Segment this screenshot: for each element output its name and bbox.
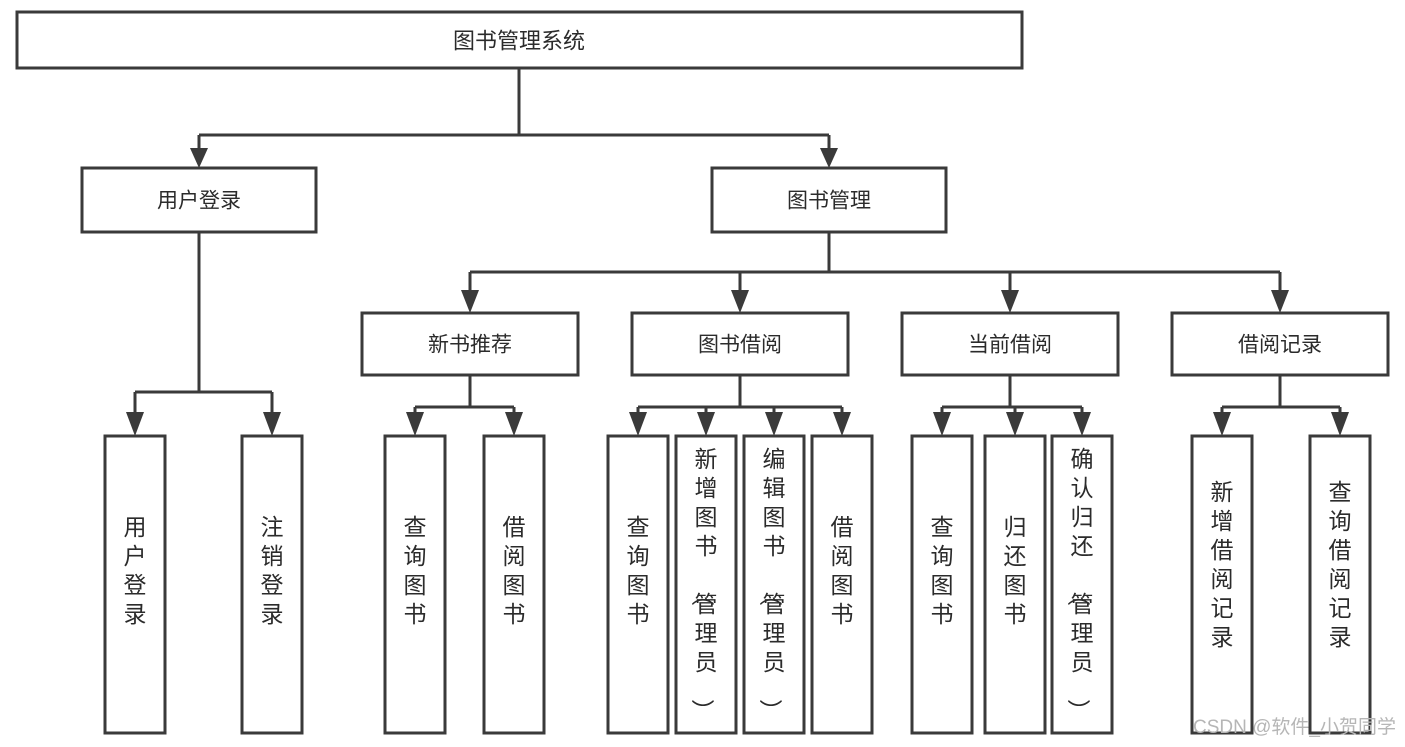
leaf-node-cb-query-book-label: 查询图书 xyxy=(931,514,954,627)
node-book-management-label: 图书管理 xyxy=(787,190,871,213)
arrowhead-bb-add-book xyxy=(697,412,715,436)
arrowhead-book-manage xyxy=(820,148,838,168)
node-root-label: 图书管理系统 xyxy=(453,29,585,54)
leaf-node-bb-borrow-book-label: 借阅图书 xyxy=(831,514,854,627)
node-current-borrow[interactable]: 当前借阅 xyxy=(900,311,1120,377)
leaf-node-bb-borrow-book-box[interactable] xyxy=(810,434,874,735)
leaf-node-logout[interactable]: 注销登录 xyxy=(240,434,304,735)
leaf-node-bb-add-book[interactable]: 新增图书（管理员） xyxy=(674,434,738,735)
leaf-node-bb-query-book-box[interactable] xyxy=(606,434,670,735)
leaf-node-user-login-box[interactable] xyxy=(103,434,167,735)
leaf-node-bb-add-book-box[interactable] xyxy=(674,434,738,735)
leaf-node-bb-add-book-label: 新增图书（管理员） xyxy=(690,446,718,722)
leaf-node-br-query-record[interactable]: 查询借阅记录 xyxy=(1308,434,1372,735)
node-new-book-recommend[interactable]: 新书推荐 xyxy=(360,311,580,377)
node-user-login-box[interactable] xyxy=(80,166,318,234)
arrowhead-cb-confirm-return xyxy=(1073,412,1091,436)
leaf-node-cb-return-book-box[interactable] xyxy=(983,434,1047,735)
arrowhead-bb-edit-book xyxy=(765,412,783,436)
leaf-node-bb-borrow-book[interactable]: 借阅图书 xyxy=(810,434,874,735)
leaf-node-bb-query-book[interactable]: 查询图书 xyxy=(606,434,670,735)
leaf-node-user-login-label: 用户登录 xyxy=(124,514,147,627)
arrowhead-leaf-logout xyxy=(263,412,281,436)
leaf-node-nb-query-book-box[interactable] xyxy=(383,434,447,735)
node-current-borrow-label: 当前借阅 xyxy=(968,334,1052,357)
leaf-node-br-add-record-box[interactable] xyxy=(1190,434,1254,735)
leaf-node-br-add-record[interactable]: 新增借阅记录 xyxy=(1190,434,1254,735)
arrowhead-current-borrow xyxy=(1001,290,1019,313)
arrowhead-bb-borrow-book xyxy=(833,412,851,436)
node-user-login[interactable]: 用户登录 xyxy=(80,166,318,234)
node-book-management[interactable]: 图书管理 xyxy=(710,166,948,234)
leaf-node-user-login[interactable]: 用户登录 xyxy=(103,434,167,735)
leaf-node-nb-borrow-book-label: 借阅图书 xyxy=(503,514,526,627)
node-book-borrow[interactable]: 图书借阅 xyxy=(630,311,850,377)
leaf-node-bb-query-book-label: 查询图书 xyxy=(627,514,650,627)
arrowhead-br-query-record xyxy=(1331,412,1349,436)
arrowhead-book-borrow xyxy=(731,290,749,313)
arrowhead-nb-query-book xyxy=(406,412,424,436)
arrowhead-bb-query-book xyxy=(629,412,647,436)
arrowhead-borrow-records xyxy=(1271,290,1289,313)
arrowhead-cb-return-book xyxy=(1006,412,1024,436)
node-new-book-recommend-box[interactable] xyxy=(360,311,580,377)
node-root[interactable]: 图书管理系统 xyxy=(15,10,1024,70)
node-borrow-records[interactable]: 借阅记录 xyxy=(1170,311,1390,377)
node-book-borrow-label: 图书借阅 xyxy=(698,334,782,357)
node-book-management-box[interactable] xyxy=(710,166,948,234)
arrowhead-br-add-record xyxy=(1213,412,1231,436)
leaf-node-cb-confirm-return-label: 确认归还（管理员） xyxy=(1066,446,1094,722)
leaf-node-nb-query-book[interactable]: 查询图书 xyxy=(383,434,447,735)
node-book-borrow-box[interactable] xyxy=(630,311,850,377)
leaf-node-bb-edit-book[interactable]: 编辑图书（管理员） xyxy=(742,434,806,735)
arrowhead-new-books xyxy=(461,290,479,313)
leaf-node-cb-query-book[interactable]: 查询图书 xyxy=(910,434,974,735)
csdn-watermark: CSDN @软件_小贺同学 xyxy=(1193,716,1396,738)
arrowhead-nb-borrow-book xyxy=(505,412,523,436)
arrowhead-user-login xyxy=(190,148,208,168)
leaf-node-br-add-record-label: 新增借阅记录 xyxy=(1211,479,1234,650)
node-borrow-records-label: 借阅记录 xyxy=(1238,334,1322,357)
arrowhead-cb-query-book xyxy=(933,412,951,436)
node-current-borrow-box[interactable] xyxy=(900,311,1120,377)
node-root-box[interactable] xyxy=(15,10,1024,70)
node-new-book-recommend-label: 新书推荐 xyxy=(428,334,512,357)
node-borrow-records-box[interactable] xyxy=(1170,311,1390,377)
leaf-node-nb-borrow-book-box[interactable] xyxy=(482,434,546,735)
leaf-node-cb-confirm-return[interactable]: 确认归还（管理员） xyxy=(1050,434,1114,735)
connector-layer xyxy=(126,68,1349,436)
node-user-login-label: 用户登录 xyxy=(157,190,241,213)
leaf-node-cb-query-book-box[interactable] xyxy=(910,434,974,735)
leaf-node-bb-edit-book-label: 编辑图书（管理员） xyxy=(758,446,786,722)
leaf-node-cb-return-book-label: 归还图书 xyxy=(1004,514,1027,627)
leaf-node-nb-query-book-label: 查询图书 xyxy=(404,514,427,627)
leaf-node-logout-box[interactable] xyxy=(240,434,304,735)
leaf-node-nb-borrow-book[interactable]: 借阅图书 xyxy=(482,434,546,735)
leaf-node-cb-confirm-return-box[interactable] xyxy=(1050,434,1114,735)
leaf-node-br-query-record-box[interactable] xyxy=(1308,434,1372,735)
leaf-node-br-query-record-label: 查询借阅记录 xyxy=(1329,479,1352,650)
leaf-node-logout-label: 注销登录 xyxy=(261,514,284,627)
leaf-node-cb-return-book[interactable]: 归还图书 xyxy=(983,434,1047,735)
arrowhead-leaf-user-login xyxy=(126,412,144,436)
leaf-node-bb-edit-book-box[interactable] xyxy=(742,434,806,735)
